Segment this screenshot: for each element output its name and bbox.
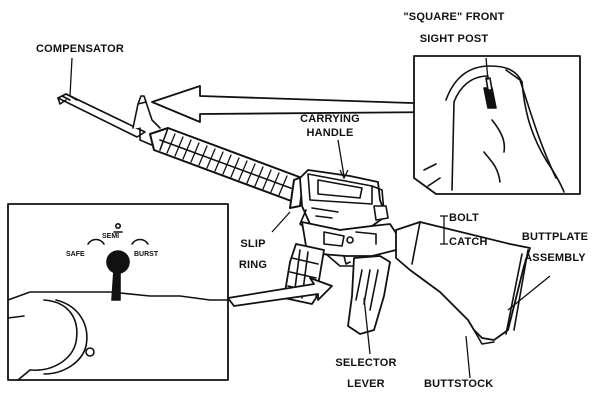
- label-slip-ring-line1: SLIP: [240, 238, 266, 250]
- label-compensator: COMPENSATOR: [36, 43, 124, 55]
- label-carrying-handle-line1: CARRYING: [300, 113, 360, 125]
- selector-inset: [7, 203, 229, 381]
- leader-lines: [69, 57, 551, 379]
- pointer-arrow-selector: [227, 277, 333, 307]
- front-sight-inset: [413, 55, 581, 195]
- label-bolt-catch-line2: CATCH: [449, 236, 488, 248]
- handguard: [149, 127, 303, 203]
- leader-carrying-handle: [337, 139, 345, 177]
- label-buttstock: BUTTSTOCK: [424, 378, 494, 390]
- label-bolt-catch-line1: BOLT: [449, 212, 479, 224]
- selector-marking-semi: SEMI: [102, 233, 120, 240]
- label-buttplate-line1: BUTTPLATE: [521, 231, 589, 243]
- label-slip-ring-line2: RING: [238, 259, 268, 271]
- label-buttplate-line2: ASSEMBLY: [524, 252, 586, 264]
- label-front-sight-line1: "SQUARE" FRONT: [403, 11, 505, 23]
- leader-buttplate: [507, 275, 551, 311]
- label-selector-line1: SELECTOR: [335, 357, 397, 369]
- leader-selector: [363, 297, 371, 355]
- leader-slip-ring: [271, 211, 291, 233]
- selector-marking-burst: BURST: [134, 251, 159, 258]
- pistol-grip: [347, 255, 391, 335]
- leader-compensator: [69, 57, 73, 97]
- leader-buttstock: [465, 335, 471, 379]
- upper-receiver: [299, 169, 389, 233]
- leader-bolt-catch: [440, 215, 448, 245]
- label-selector-line2: LEVER: [347, 378, 385, 390]
- barrel: [57, 93, 146, 138]
- selector-marking-safe: SAFE: [66, 251, 85, 258]
- label-front-sight-line2: SIGHT POST: [419, 33, 489, 45]
- buttstock: [395, 221, 531, 345]
- leader-front-sight: [485, 57, 489, 81]
- label-carrying-handle-line2: HANDLE: [306, 127, 354, 139]
